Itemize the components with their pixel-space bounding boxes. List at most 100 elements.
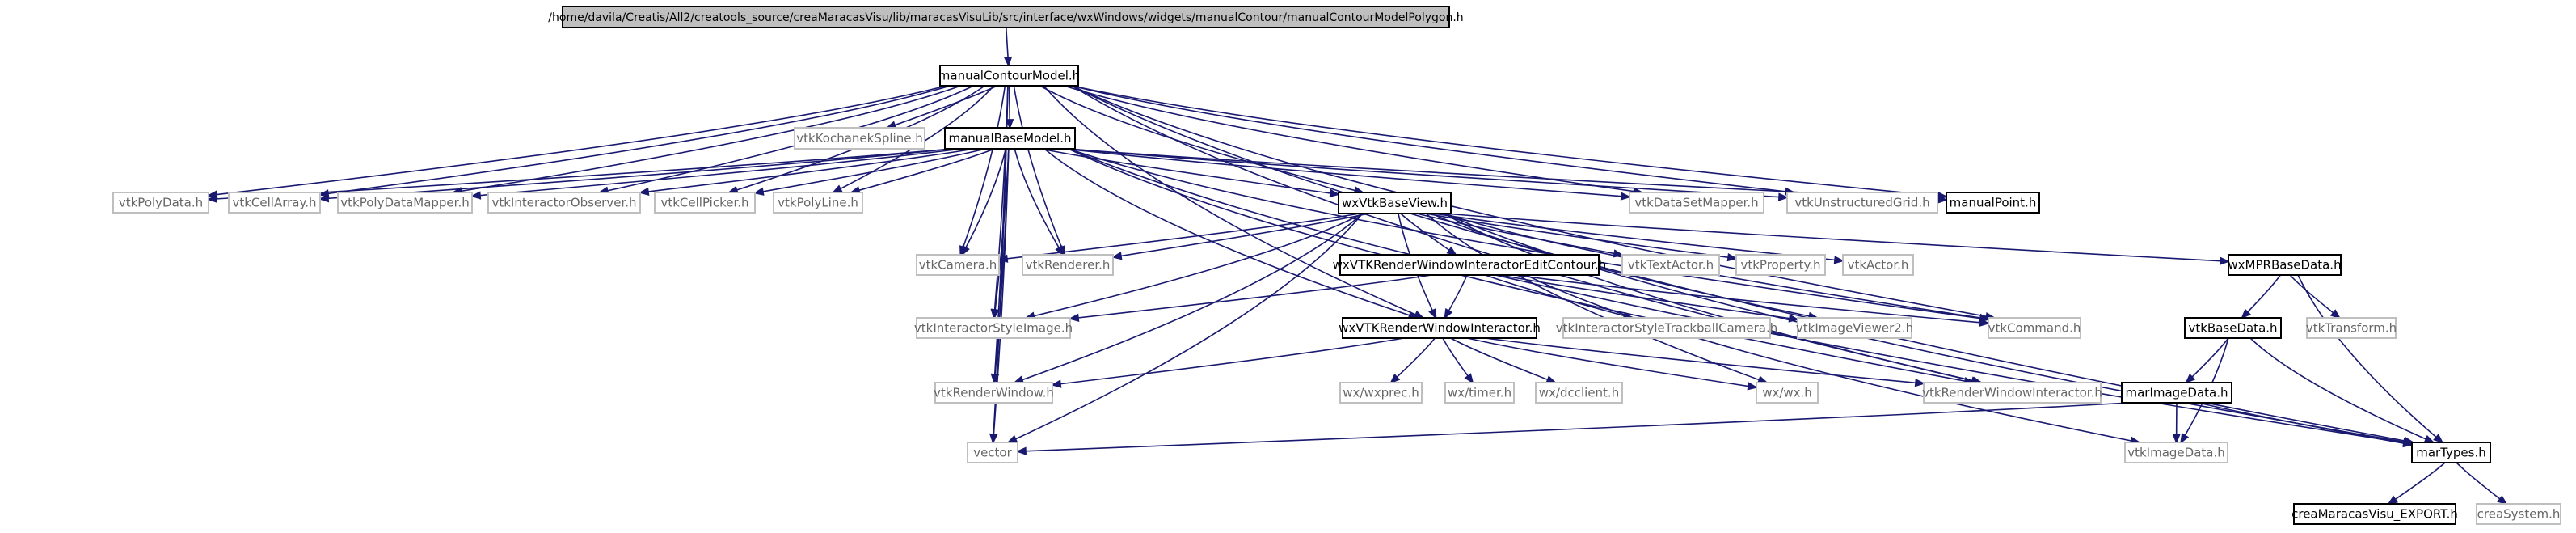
node-label: vtkPolyLine.h <box>778 196 858 210</box>
arrowhead <box>1444 308 1453 319</box>
node-box <box>1629 192 1764 214</box>
edge-line <box>1433 213 1844 262</box>
node-label: vtkImageViewer2.h <box>1796 321 1913 336</box>
node-textactor: vtkTextActor.h <box>1621 254 1720 276</box>
edge-basevie-to-actor <box>1433 213 1845 264</box>
node-manualpoint[interactable]: manualPoint.h <box>1946 192 2040 214</box>
node-renderwindow: vtkRenderWindow.h <box>934 382 1054 404</box>
edge-line <box>208 148 952 201</box>
node-box <box>2293 503 2456 525</box>
edge-line <box>1026 213 1364 319</box>
arrowhead <box>2172 434 2181 445</box>
arrowhead <box>1979 318 1991 327</box>
edge-line <box>453 85 961 193</box>
node-box <box>1338 192 1452 214</box>
node-label: vtkCommand.h <box>1988 321 2081 336</box>
edge-basevie-to-renderwindow <box>1013 213 1364 384</box>
node-label: creaMaracasVisu_EXPORT.h <box>2291 507 2458 522</box>
edge-line <box>754 148 986 194</box>
arrowhead <box>638 187 650 197</box>
node-box <box>1562 317 1771 339</box>
node-label: wxVtkBaseView.h <box>1342 196 1448 210</box>
node-rwinteractor[interactable]: wxVTKRenderWindowInteractor.h <box>1339 317 1541 339</box>
node-box <box>1946 192 2040 214</box>
edge-line <box>1008 213 1364 443</box>
node-label: vtkCellArray.h <box>232 196 316 210</box>
arrowhead <box>2387 495 2398 506</box>
node-box <box>2124 442 2228 463</box>
node-marimagedata[interactable]: marImageData.h <box>2121 382 2232 404</box>
node-box <box>228 192 321 214</box>
arrowhead <box>1620 192 1632 201</box>
edge-line <box>1043 148 1418 319</box>
edge-line <box>1014 148 1064 256</box>
node-label: creaSystem.h <box>2477 507 2561 522</box>
arrowhead <box>470 191 482 200</box>
node-basemodel[interactable]: manualBaseModel.h <box>944 127 1076 150</box>
edge-rwinteractor-to-vtkrwinteractor <box>1485 337 1926 387</box>
arrowhead <box>318 194 330 203</box>
edge-line <box>208 85 947 197</box>
edge-line <box>1390 337 1436 383</box>
node-editcontour[interactable]: wxVTKRenderWindowInteractorEditContour.h <box>1333 254 1607 276</box>
arrowhead <box>2185 373 2196 384</box>
node-vtkbasedata[interactable]: vtkBaseData.h <box>2184 317 2282 339</box>
node-polygon: /home/davila/Creatis/All2/creatools_sour… <box>548 6 1464 28</box>
arrowhead <box>1726 253 1739 262</box>
edge-line <box>887 85 998 129</box>
node-export[interactable]: creaMaracasVisu_EXPORT.h <box>2291 503 2458 525</box>
node-label: manualPoint.h <box>1950 196 2037 210</box>
arrowhead <box>991 308 1000 320</box>
edge-line <box>1069 274 1432 319</box>
node-label: manualContourModel.h <box>938 69 1080 83</box>
node-datasetmapper: vtkDataSetMapper.h <box>1629 192 1764 214</box>
edge-line <box>1040 148 1339 196</box>
node-label: /home/davila/Creatis/All2/creatools_sour… <box>548 11 1463 24</box>
arrowhead <box>206 194 218 204</box>
node-box <box>1342 317 1537 339</box>
edge-polygon-to-contourmodel <box>1003 27 1013 68</box>
arrowhead <box>1788 314 1800 323</box>
node-timer: wx/timer.h <box>1444 382 1515 404</box>
edge-contourmodel-to-datasetmapper <box>1064 85 1644 196</box>
edge-line <box>1450 337 1556 383</box>
node-label: vector <box>973 446 1012 460</box>
edge-line <box>1425 213 1737 260</box>
node-label: vtkPolyDataMapper.h <box>340 196 469 210</box>
node-box <box>2121 382 2232 404</box>
edge-line <box>2249 337 2434 443</box>
arrowhead <box>2241 308 2251 319</box>
node-box <box>794 127 925 150</box>
edge-basevie-to-editcontour <box>1400 213 1458 256</box>
node-label: wx/dcclient.h <box>1539 386 1619 400</box>
edge-line <box>1064 85 1642 193</box>
node-label: vtkBaseData.h <box>2188 321 2277 336</box>
node-system: creaSystem.h <box>2476 503 2561 525</box>
node-label: vtkCamera.h <box>919 258 997 273</box>
edge-line <box>319 148 952 200</box>
arrowhead <box>2497 495 2508 506</box>
arrowhead <box>753 187 765 196</box>
node-contourmodel[interactable]: manualContourModel.h <box>938 65 1080 87</box>
nodes-layer: /home/davila/Creatis/All2/creatools_sour… <box>112 6 2561 525</box>
edge-line <box>850 148 995 193</box>
edge-contourmodel-to-basevie <box>1039 85 1365 195</box>
node-box <box>1022 254 1114 276</box>
node-box <box>487 192 641 214</box>
node-label: vtkTextActor.h <box>1628 258 1714 273</box>
edge-line <box>1043 85 1423 319</box>
node-trackball: vtkInteractorStyleTrackballCamera.h <box>1556 317 1777 339</box>
edge-line <box>1071 85 1794 193</box>
node-martypes[interactable]: marTypes.h <box>2411 442 2491 463</box>
node-property: vtkProperty.h <box>1735 254 1826 276</box>
edge-line <box>1112 213 1369 258</box>
edge-line <box>959 85 1006 256</box>
node-vtkrwinteractor: vtkRenderWindowInteractor.h <box>1922 382 2102 404</box>
edge-rwinteractor-to-wxprec <box>1389 337 1436 384</box>
edge-contourmodel-to-manualpoint <box>1071 85 1949 201</box>
node-basevie[interactable]: wxVtkBaseView.h <box>1338 192 1452 214</box>
node-camera: vtkCamera.h <box>916 254 1000 276</box>
node-box <box>773 192 863 214</box>
edge-line <box>471 148 962 197</box>
node-mprbasedata[interactable]: wxMPRBaseData.h <box>2228 254 2342 276</box>
